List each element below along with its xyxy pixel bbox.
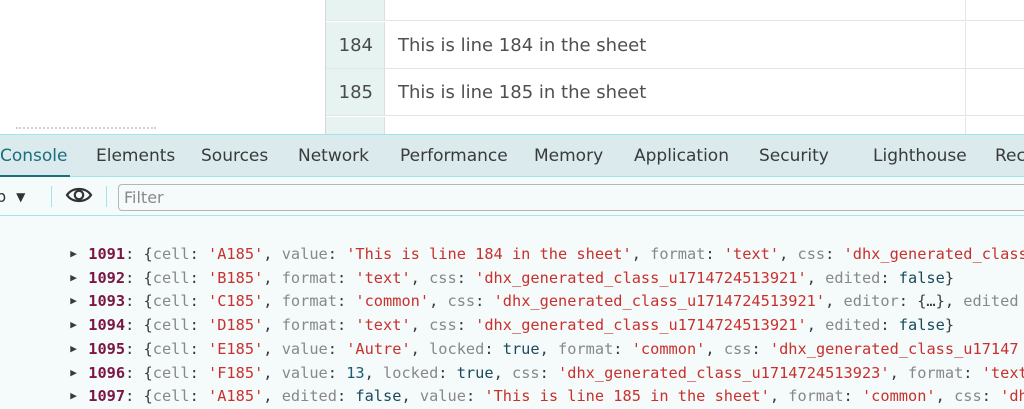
devtools-tabbar: Console Elements Sources Network Perform…	[0, 135, 1024, 177]
row-header[interactable]: 184	[326, 22, 385, 68]
console-toolbar: p ▼	[0, 177, 1024, 216]
sheet-row	[326, 117, 1024, 135]
sheet-cell[interactable]	[386, 0, 966, 20]
expand-triangle-icon[interactable]: ▶	[70, 318, 77, 331]
spreadsheet-grid: 183 184 This is line 184 in the sheet 18…	[325, 0, 1024, 135]
toolbar-divider	[51, 186, 52, 207]
live-expression-button[interactable]	[63, 184, 95, 210]
expand-triangle-icon[interactable]: ▶	[70, 294, 77, 307]
row-header[interactable]: 185	[326, 69, 385, 115]
tab-network[interactable]: Network	[298, 145, 369, 166]
log-index: 1095	[88, 340, 126, 358]
sheet-cell[interactable]	[386, 117, 966, 135]
console-log-entry[interactable]: ▶1097: {cell: 'A185', edited: false, val…	[0, 360, 1024, 405]
console-log-entry[interactable]: ▶1092: {cell: 'B185', format: 'text', cs…	[0, 242, 1024, 287]
sheet-cell[interactable]	[967, 0, 1024, 20]
tab-console[interactable]: Console	[0, 135, 69, 177]
tab-application[interactable]: Application	[634, 145, 729, 166]
expand-triangle-icon[interactable]: ▶	[70, 389, 77, 402]
sheet-row: 184 This is line 184 in the sheet	[326, 22, 1024, 69]
eye-icon	[65, 185, 93, 210]
faded-text	[16, 127, 156, 131]
console-log-entry[interactable]: ▶1094: {cell: 'D185', format: 'text', cs…	[0, 289, 1024, 334]
expand-triangle-icon[interactable]: ▶	[70, 366, 77, 379]
expand-triangle-icon[interactable]: ▶	[70, 342, 77, 355]
sheet-row: 183	[326, 0, 1024, 21]
log-index: 1091	[88, 245, 126, 263]
expand-triangle-icon[interactable]: ▶	[70, 271, 77, 284]
console-log-entry[interactable]: ▶1091: {cell: 'A185', value: 'This is li…	[0, 218, 1024, 263]
expand-triangle-icon[interactable]: ▶	[70, 247, 77, 260]
tab-memory[interactable]: Memory	[534, 145, 604, 166]
tab-elements[interactable]: Elements	[96, 145, 176, 166]
log-index: 1097	[88, 387, 126, 405]
log-index: 1096	[88, 364, 126, 382]
context-label: p	[0, 187, 7, 206]
sheet-cell[interactable]	[967, 22, 1024, 68]
console-log-entry[interactable]: ▶1093: {cell: 'C185', format: 'common', …	[0, 265, 1024, 310]
page-left-blank	[0, 0, 325, 135]
context-selector[interactable]: p ▼	[0, 177, 25, 216]
row-header[interactable]	[326, 117, 385, 135]
console-log-entry[interactable]: ▶1096: {cell: 'F185', value: 13, locked:…	[0, 337, 1024, 382]
log-index: 1094	[88, 316, 126, 334]
log-index: 1093	[88, 292, 126, 310]
toolbar-divider	[106, 186, 107, 207]
sheet-row: 185 This is line 185 in the sheet	[326, 69, 1024, 116]
page-content: 183 184 This is line 184 in the sheet 18…	[0, 0, 1024, 135]
sheet-cell[interactable]	[967, 117, 1024, 135]
tab-performance[interactable]: Performance	[400, 145, 508, 166]
console-output: ▶1091: {cell: 'A185', value: 'This is li…	[0, 217, 1024, 409]
devtools-panel: Console Elements Sources Network Perform…	[0, 134, 1024, 409]
sheet-cell[interactable]: This is line 184 in the sheet	[386, 22, 966, 68]
tab-recorder[interactable]: Rec	[995, 145, 1024, 166]
tab-security[interactable]: Security	[759, 145, 829, 166]
tab-lighthouse[interactable]: Lighthouse	[873, 145, 967, 166]
row-header[interactable]: 183	[326, 0, 385, 20]
chevron-down-icon: ▼	[16, 189, 26, 204]
tab-sources[interactable]: Sources	[201, 145, 269, 166]
filter-input[interactable]	[118, 184, 1024, 211]
console-log-entry[interactable]: ▶1095: {cell: 'E185', value: 'Autre', lo…	[0, 313, 1024, 358]
sheet-cell[interactable]	[967, 69, 1024, 115]
console-log-entry[interactable]: ▶1098: {cell: 'C185', editor: {…}, edite…	[0, 384, 1024, 408]
log-index: 1092	[88, 269, 126, 287]
sheet-cell[interactable]: This is line 185 in the sheet	[386, 69, 966, 115]
